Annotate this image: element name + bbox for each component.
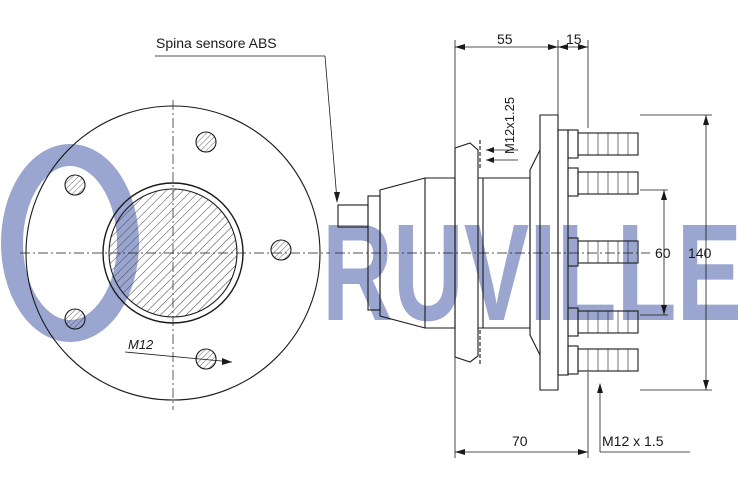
abs-leader [155, 55, 340, 203]
bolt-hole [270, 239, 292, 261]
side-view [335, 114, 650, 391]
hub-outer-ring [102, 182, 244, 324]
dim-top-right: 15 [566, 31, 582, 47]
dim-inner-height: 60 [655, 245, 671, 261]
dim-top-left: 55 [497, 31, 513, 47]
stud-threads [587, 133, 629, 371]
bolt-hole [64, 308, 86, 330]
thread-vertical-label: M12x1.25 [502, 97, 517, 154]
dimension-lines [454, 40, 712, 458]
bolt-hole [195, 131, 217, 153]
dim-outer-height: 140 [688, 245, 712, 261]
stud-thread-label: M12 x 1.5 [602, 433, 664, 449]
m12-leader-line [124, 351, 233, 363]
hub-center-hatched [108, 188, 238, 318]
flange-outer-circle [25, 105, 321, 401]
abs-sensor-label: Spina sensore ABS [156, 35, 277, 51]
dim-bottom-length: 70 [512, 433, 528, 449]
front-view [20, 100, 330, 410]
bolt-hole [64, 174, 86, 196]
m12-label: M12 [128, 337, 154, 352]
wheel-flange [529, 114, 559, 391]
